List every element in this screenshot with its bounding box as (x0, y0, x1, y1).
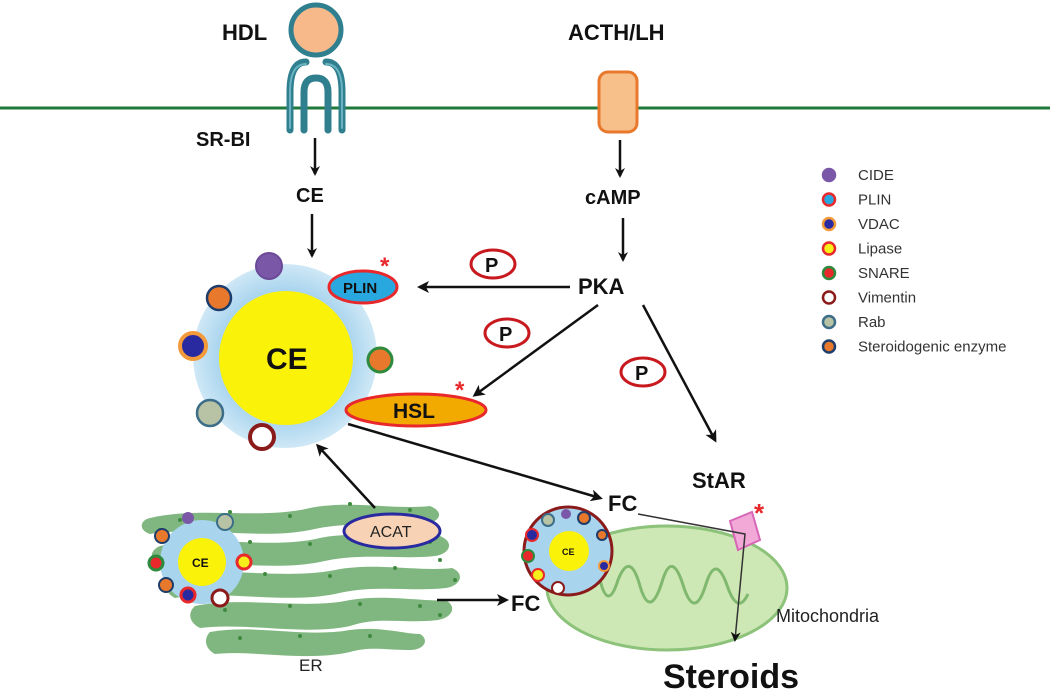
tiny-droplet-vimentin (551, 581, 565, 595)
legend-item: VDAC (821, 216, 900, 233)
tiny-droplet-snare (521, 549, 535, 563)
droplet-ce-label: CE (266, 343, 308, 376)
sr-bi-receptor (286, 58, 346, 134)
arrow-pka-to-star (641, 304, 717, 443)
steroids-label: Steroids (663, 658, 799, 691)
small-droplet-vimentin (210, 588, 230, 608)
star-asterisk: * (754, 498, 765, 528)
vdac-protein (178, 331, 208, 361)
svg-text:PLIN: PLIN (343, 280, 377, 297)
small-droplet-vdac (179, 586, 197, 604)
phospho-marker-plin: P (469, 248, 517, 280)
arrow-hsl-to-fc (347, 422, 603, 502)
cide-protein (255, 252, 283, 280)
star-label: StAR (692, 468, 746, 493)
tiny-droplet-enzyme (577, 511, 591, 525)
svg-text:P: P (485, 255, 498, 277)
legend-swatch (821, 290, 837, 305)
legend-item: Lipase (821, 241, 902, 258)
legend-label: Lipase (858, 241, 902, 258)
small-droplet-rab (216, 513, 234, 531)
pka-label: PKA (578, 274, 625, 299)
legend-item: CIDE (821, 167, 894, 184)
rab-protein (195, 398, 225, 428)
legend-item: PLIN (821, 192, 891, 209)
small-droplet-snare (147, 554, 165, 572)
small-droplet-enzyme-1 (154, 528, 170, 544)
legend-swatch (821, 167, 837, 183)
phospho-marker-hsl: P (483, 317, 531, 349)
phospho-marker-star: P (619, 356, 667, 388)
legend-label: Rab (858, 314, 886, 331)
legend-swatch (821, 314, 837, 330)
mitochondria-label: Mitochondria (776, 606, 880, 626)
lipid-droplet-small: CE (160, 520, 244, 604)
lipid-droplet-tiny: CE (522, 505, 614, 597)
svg-text:P: P (635, 363, 648, 385)
sr-bi-receptor-core (289, 63, 343, 129)
lipid-droplet-large: CE (193, 264, 377, 448)
vimentin-protein (248, 423, 276, 451)
tiny-droplet-extra (598, 560, 610, 572)
legend-item: Rab (821, 314, 886, 331)
tiny-droplet-vdac (525, 528, 539, 542)
plin-asterisk: * (380, 253, 390, 280)
svg-text:P: P (499, 324, 512, 346)
legend-label: PLIN (858, 192, 891, 209)
ce-top-label: CE (296, 185, 324, 207)
tiny-droplet-cide (561, 509, 571, 519)
svg-text:HSL: HSL (393, 400, 435, 423)
legend-item: Vimentin (821, 290, 916, 307)
arrow-acat-to-droplet (315, 443, 376, 509)
legend-label: Steroidogenic enzyme (858, 339, 1006, 356)
legend-swatch (821, 192, 837, 207)
star-protein (728, 510, 762, 552)
fc-bottom-label: FC (511, 591, 540, 616)
small-droplet-ce-label: CE (192, 556, 209, 570)
tiny-droplet-rab (541, 513, 555, 527)
tiny-droplet-ce-label: CE (562, 547, 575, 557)
legend-swatch (821, 339, 837, 354)
tiny-droplet-steroid (596, 529, 608, 541)
small-droplet-lipase (235, 553, 253, 571)
snare-protein (366, 346, 394, 374)
legend-label: CIDE (858, 167, 894, 184)
er-label: ER (299, 656, 323, 675)
legend-label: VDAC (858, 216, 900, 233)
tiny-droplet-lipase (531, 568, 545, 582)
legend-label: SNARE (858, 265, 910, 282)
camp-label: cAMP (585, 187, 641, 209)
acth-lh-label: ACTH/LH (568, 20, 665, 45)
legend-swatch (821, 216, 837, 232)
hdl-particle (288, 2, 344, 58)
acth-lh-receptor (597, 70, 639, 134)
hdl-label: HDL (222, 20, 267, 45)
steroidogenic-enzyme-protein (205, 284, 233, 312)
svg-text:ACAT: ACAT (370, 524, 412, 541)
legend-label: Vimentin (858, 290, 916, 307)
fc-top-label: FC (608, 491, 637, 516)
legend-item: Steroidogenic enzyme (821, 339, 1006, 356)
legend-swatch (821, 241, 837, 256)
fc-transport-path (637, 513, 746, 642)
sr-bi-label: SR-BI (196, 129, 250, 151)
small-droplet-enzyme-2 (158, 577, 174, 593)
legend-item: SNARE (821, 265, 910, 282)
acat-protein: ACAT (342, 512, 442, 550)
plin-protein: PLIN (327, 269, 399, 305)
hsl-protein: HSL (344, 392, 488, 428)
legend-swatch (821, 265, 837, 281)
small-droplet-cide (182, 512, 194, 524)
arrow-pka-to-hsl (472, 303, 599, 397)
hsl-asterisk: * (455, 377, 465, 404)
